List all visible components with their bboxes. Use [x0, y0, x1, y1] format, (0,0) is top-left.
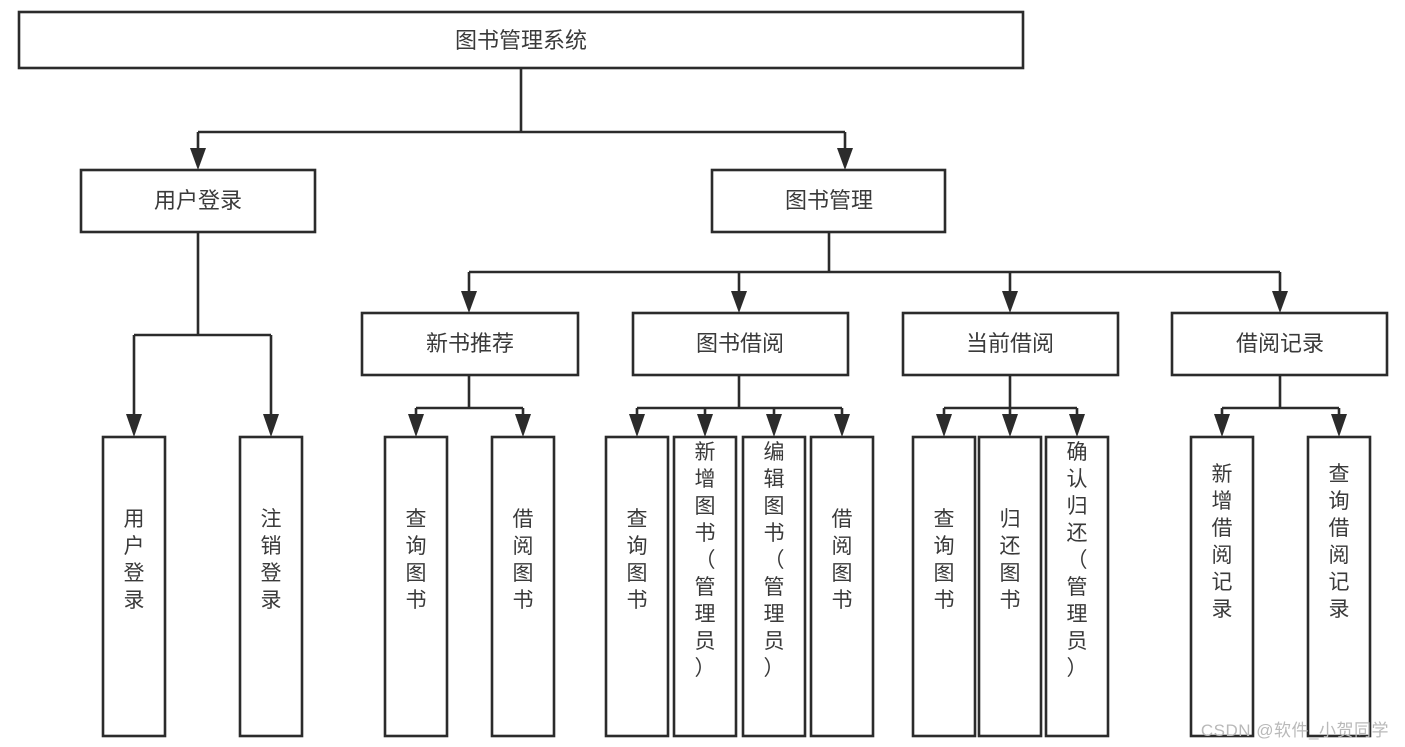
leaf-new-book-recommend-0[interactable]: 查询图书 — [383, 435, 449, 738]
arrow-head-icon — [408, 414, 424, 437]
leaf-label: 注销登录 — [261, 508, 282, 612]
node-borrow-record-label: 借阅记录 — [1236, 331, 1324, 356]
connector-book-mgmt-to-level3 — [461, 232, 1288, 313]
connector-user-login-to-leaves — [126, 232, 279, 437]
leaf-current-borrow-1[interactable]: 归还图书 — [977, 435, 1043, 738]
arrow-head-icon — [1272, 291, 1288, 313]
connector-borrow-record-to-leaves — [1214, 375, 1347, 437]
connector-new-book-to-leaves — [408, 375, 531, 437]
leaf-label: 用户登录 — [124, 508, 145, 612]
arrow-head-icon — [190, 148, 206, 170]
leaf-book-borrow-0[interactable]: 查询图书 — [604, 435, 670, 738]
node-new-book-recommend-label: 新书推荐 — [426, 331, 514, 356]
leaf-box — [604, 435, 670, 738]
arrow-head-icon — [126, 414, 142, 437]
node-new-book-recommend[interactable]: 新书推荐 — [360, 311, 580, 377]
leaf-label: 归还图书 — [1000, 508, 1021, 612]
node-book-borrow-box — [631, 311, 850, 377]
connector-current-borrow-to-leaves — [936, 375, 1085, 437]
leaf-label: 新增图书（管理员） — [695, 441, 716, 680]
leaf-book-borrow-2[interactable]: 编辑图书（管理员） — [741, 435, 807, 738]
arrow-head-icon — [766, 414, 782, 437]
leaf-box — [238, 435, 304, 738]
leaf-box — [101, 435, 167, 738]
arrow-head-icon — [1214, 414, 1230, 437]
node-root-system[interactable]: 图书管理系统 — [17, 10, 1025, 70]
leaf-borrow-record-0[interactable]: 新增借阅记录 — [1189, 435, 1255, 738]
leaf-label: 查询图书 — [934, 508, 955, 612]
node-current-borrow-box — [901, 311, 1120, 377]
leaf-label: 查询借阅记录 — [1329, 463, 1350, 621]
node-current-borrow-label: 当前借阅 — [966, 331, 1054, 356]
connector-root-to-level2 — [190, 68, 853, 170]
leaf-label: 借阅图书 — [513, 508, 534, 612]
leaf-new-book-recommend-1[interactable]: 借阅图书 — [490, 435, 556, 738]
leaf-current-borrow-2[interactable]: 确认归还（管理员） — [1044, 435, 1110, 738]
leaf-box — [809, 435, 875, 738]
leaf-box — [1044, 435, 1110, 738]
leaf-label: 确认归还（管理员） — [1067, 441, 1088, 680]
node-root-label: 图书管理系统 — [455, 28, 587, 53]
arrow-head-icon — [834, 414, 850, 437]
leaf-book-borrow-1[interactable]: 新增图书（管理员） — [672, 435, 738, 738]
node-book-management-label: 图书管理 — [785, 188, 873, 213]
leaf-user-login-0[interactable]: 用户登录 — [101, 435, 167, 738]
leaf-box — [383, 435, 449, 738]
leaf-box — [741, 435, 807, 738]
leaf-label: 查询图书 — [406, 508, 427, 612]
arrow-head-icon — [936, 414, 952, 437]
arrow-head-icon — [697, 414, 713, 437]
connector-book-borrow-to-leaves — [629, 375, 850, 437]
leaf-box — [911, 435, 977, 738]
node-root-box — [17, 10, 1025, 70]
node-book-borrow[interactable]: 图书借阅 — [631, 311, 850, 377]
leaf-user-login-1[interactable]: 注销登录 — [238, 435, 304, 738]
leaf-box — [1306, 435, 1372, 738]
node-user-login-label: 用户登录 — [154, 188, 242, 213]
arrow-head-icon — [1002, 414, 1018, 437]
leaf-current-borrow-0[interactable]: 查询图书 — [911, 435, 977, 738]
leaf-box — [490, 435, 556, 738]
node-new-book-recommend-box — [360, 311, 580, 377]
arrow-head-icon — [515, 414, 531, 437]
arrow-head-icon — [837, 148, 853, 170]
arrow-head-icon — [461, 291, 477, 313]
arrow-head-icon — [1069, 414, 1085, 437]
leaf-box — [1189, 435, 1255, 738]
leaf-box — [672, 435, 738, 738]
node-user-login-box — [79, 168, 317, 234]
arrow-head-icon — [1331, 414, 1347, 437]
csdn-watermark: CSDN @软件_小贺同学 — [1200, 721, 1389, 740]
leaf-label: 编辑图书（管理员） — [764, 441, 785, 680]
node-current-borrow[interactable]: 当前借阅 — [901, 311, 1120, 377]
arrow-head-icon — [629, 414, 645, 437]
arrow-head-icon — [731, 291, 747, 313]
leaf-book-borrow-3[interactable]: 借阅图书 — [809, 435, 875, 738]
leaf-borrow-record-1[interactable]: 查询借阅记录 — [1306, 435, 1372, 738]
leaf-label: 查询图书 — [627, 508, 648, 612]
node-book-management-box — [710, 168, 947, 234]
node-book-management[interactable]: 图书管理 — [710, 168, 947, 234]
node-borrow-record-box — [1170, 311, 1389, 377]
leaf-box — [977, 435, 1043, 738]
node-borrow-record[interactable]: 借阅记录 — [1170, 311, 1389, 377]
leaf-label: 新增借阅记录 — [1212, 463, 1233, 621]
arrow-head-icon — [263, 414, 279, 437]
arrow-head-icon — [1002, 291, 1018, 313]
node-user-login[interactable]: 用户登录 — [79, 168, 317, 234]
leaf-label: 借阅图书 — [832, 508, 853, 612]
node-book-borrow-label: 图书借阅 — [696, 331, 784, 356]
